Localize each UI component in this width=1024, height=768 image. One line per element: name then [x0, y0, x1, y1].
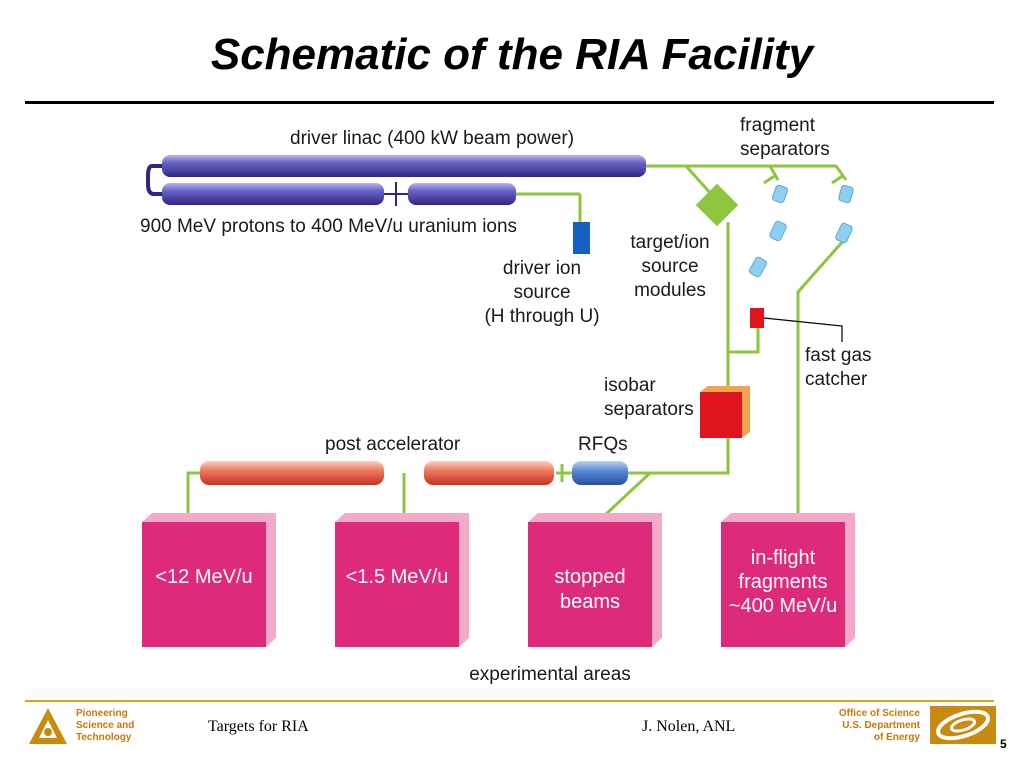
box-1-5-mev-label: <1.5 MeV/u: [346, 566, 449, 588]
label-target-ion-3: modules: [634, 280, 706, 301]
fast-gas-catcher: [750, 308, 764, 328]
box-12-mev: <12 MeV/u: [142, 513, 276, 647]
label-driver-ion-source-2: source: [513, 282, 570, 303]
label-isobar-2: separators: [604, 399, 694, 420]
fragment-separators: [748, 173, 854, 278]
label-fragment-separators-1: fragment: [740, 115, 816, 136]
box-12-mev-label: <12 MeV/u: [155, 566, 252, 588]
footer-lab-tagline: Pioneering Science and Technology: [76, 708, 186, 744]
driver-ion-source: [573, 222, 590, 254]
footer-doe-line-3: of Energy: [873, 732, 920, 743]
target-ion-source-module: [695, 183, 739, 227]
experimental-area-boxes: <12 MeV/u <1.5 MeV/u stopped beams in-fl…: [142, 513, 855, 647]
label-driver-ion-source-3: (H through U): [484, 306, 599, 327]
beamline-isobar-to-rfq: [624, 438, 730, 475]
beamline-target-down: [726, 222, 760, 354]
box-in-flight-label-1: in-flight: [751, 547, 816, 569]
beamline-to-stopped: [602, 471, 652, 518]
driver-linac: [146, 155, 646, 206]
post-accel-tube-right: [424, 461, 554, 485]
footer-divider: [25, 700, 994, 702]
label-fast-gas-catcher-1: fast gas: [805, 345, 872, 366]
label-fast-gas-catcher-2: catcher: [805, 369, 868, 390]
box-in-flight-label-3: ~400 MeV/u: [729, 595, 837, 617]
label-driver-linac: driver linac (400 kW beam power): [290, 128, 574, 149]
beamline-branch-left: [768, 165, 780, 181]
box-stopped-beams: stopped beams: [528, 513, 662, 647]
argonne-logo-icon: [29, 708, 67, 744]
label-experimental-areas: experimental areas: [469, 664, 631, 685]
box-stopped-beams-label-1: stopped: [554, 566, 625, 588]
label-protons: 900 MeV protons to 400 MeV/u uranium ion…: [140, 216, 517, 237]
rfq-tube: [572, 461, 628, 485]
fast-gas-catcher-leader: [763, 317, 843, 342]
box-in-flight-fragments: in-flight fragments ~400 MeV/u: [721, 513, 855, 647]
title-divider: [25, 101, 994, 104]
footer-presentation-title: Targets for RIA: [208, 718, 309, 735]
ria-schematic-diagram: <12 MeV/u <1.5 MeV/u stopped beams in-fl…: [140, 115, 872, 685]
label-target-ion-2: source: [641, 256, 698, 277]
doe-logo-icon: [930, 706, 996, 744]
footer-tagline-line-3: Technology: [76, 732, 132, 743]
footer-tagline-line-2: Science and: [76, 720, 135, 731]
label-isobar-1: isobar: [604, 375, 656, 396]
footer-tagline-line-1: Pioneering: [76, 708, 128, 719]
beamline-to-target: [684, 164, 714, 197]
post-accel-tube-left: [200, 461, 384, 485]
beamline-to-fragment-separators: [640, 164, 848, 181]
page-number: 5: [1000, 737, 1007, 751]
footer-doe-line-1: Office of Science: [838, 708, 920, 719]
isobar-separator: [700, 392, 742, 438]
slide-title: Schematic of the RIA Facility: [210, 30, 814, 79]
box-1-5-mev: <1.5 MeV/u: [335, 513, 469, 647]
label-fragment-separators-2: separators: [740, 139, 830, 160]
post-accelerator: [200, 461, 572, 485]
beamline-inflight: [796, 239, 846, 516]
label-post-accelerator: post accelerator: [325, 434, 461, 455]
diagram-labels: driver linac (400 kW beam power) 900 MeV…: [140, 115, 872, 685]
linac-upper-tube: [162, 155, 646, 177]
box-stopped-beams-label-2: beams: [560, 591, 620, 613]
label-target-ion-1: target/ion: [630, 232, 709, 253]
footer-doe-line-2: U.S. Department: [842, 720, 920, 731]
label-rfqs: RFQs: [578, 434, 628, 455]
linac-lower-tube-right: [408, 183, 516, 205]
footer-doe-text: Office of Science U.S. Department of Ene…: [800, 708, 920, 744]
label-driver-ion-source-1: driver ion: [503, 258, 581, 279]
box-in-flight-label-2: fragments: [739, 571, 828, 593]
beamline-to-12mev: [186, 471, 203, 516]
footer-author: J. Nolen, ANL: [642, 718, 736, 735]
linac-lower-tube-left: [162, 183, 384, 205]
